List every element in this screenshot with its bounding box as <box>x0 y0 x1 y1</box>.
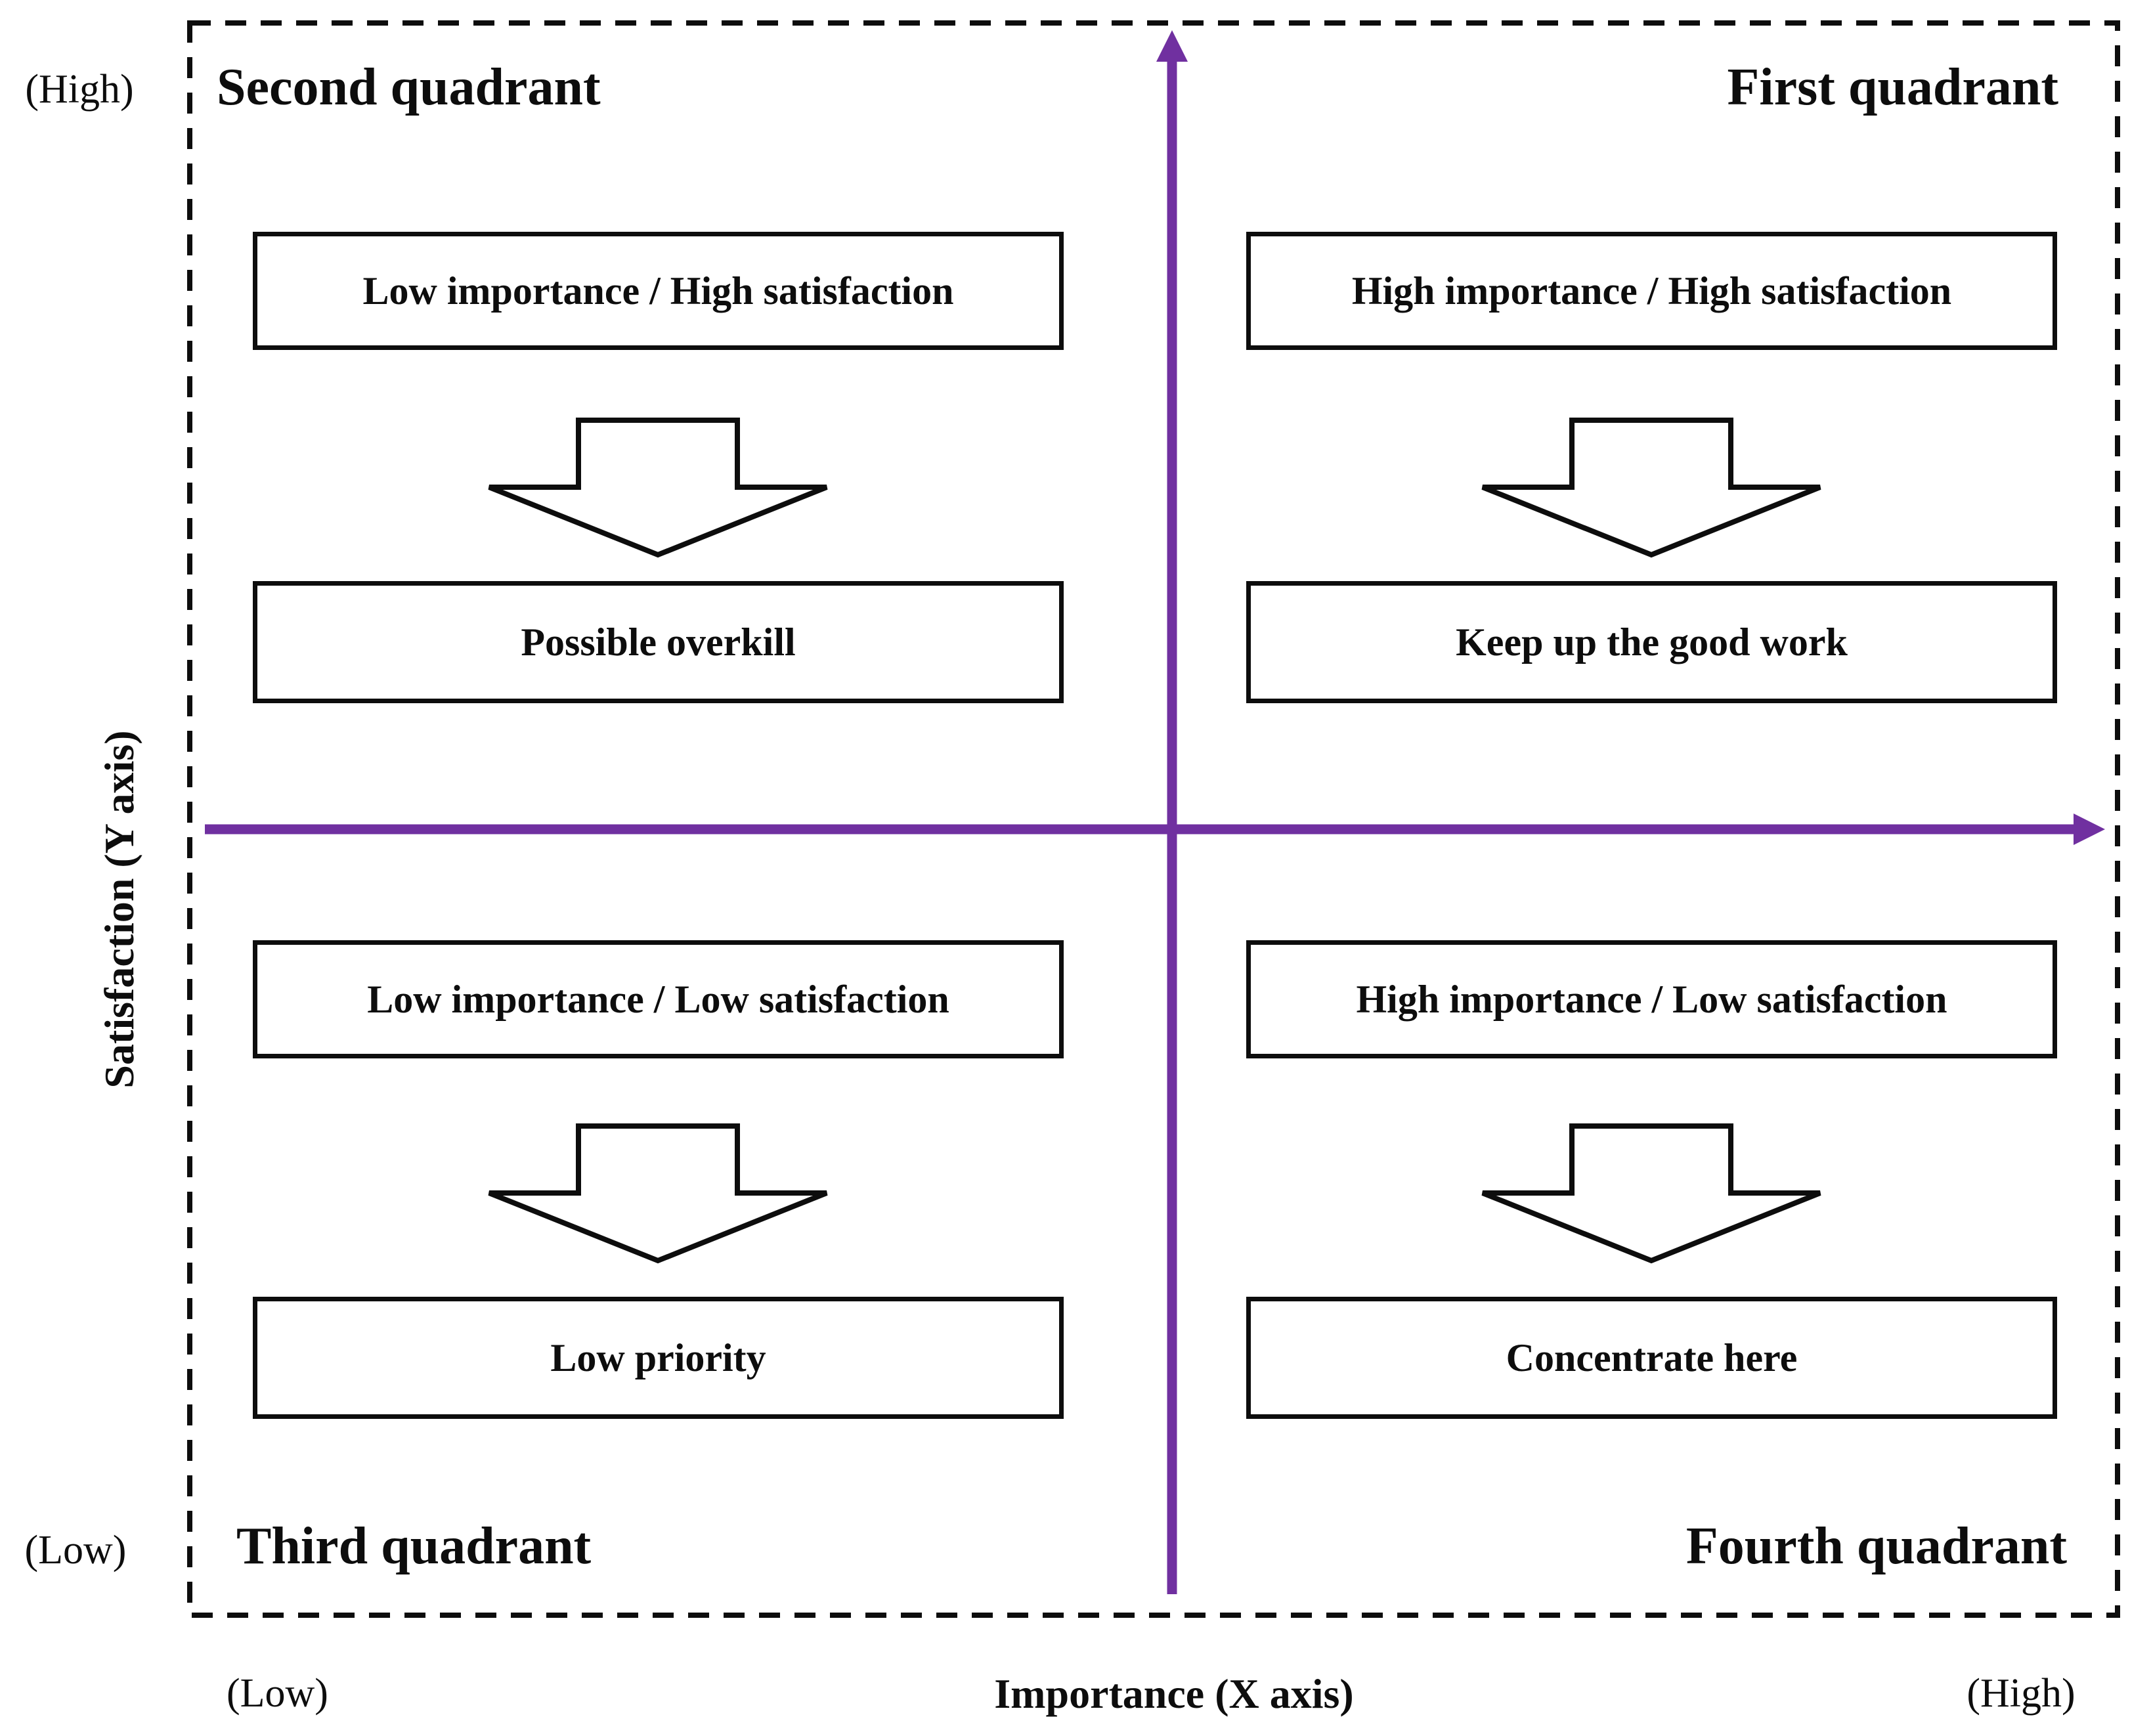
dashed-plot-border <box>187 20 2120 1618</box>
quadrant-label-second: Second quadrant <box>217 58 601 116</box>
condition-box-second: Low importance / High satisfaction <box>253 232 1064 350</box>
y-axis-high-label: (High) <box>25 67 134 112</box>
condition-box-first: High importance / High satisfaction <box>1246 232 2057 350</box>
down-arrow-icon <box>1481 1123 1821 1264</box>
x-axis-arrowhead-icon <box>2074 814 2105 845</box>
condition-box-fourth: High importance / Low satisfaction <box>1246 940 2057 1058</box>
x-axis-high-label: (High) <box>1967 1671 2076 1716</box>
y-axis-arrowhead-icon <box>1156 30 1188 62</box>
action-box-third: Low priority <box>253 1297 1064 1419</box>
action-box-second: Possible overkill <box>253 581 1064 703</box>
condition-text-fourth: High importance / Low satisfaction <box>1356 977 1947 1021</box>
action-text-fourth: Concentrate here <box>1506 1335 1798 1379</box>
condition-text-second: Low importance / High satisfaction <box>362 269 954 313</box>
condition-text-third: Low importance / Low satisfaction <box>367 977 949 1021</box>
y-axis-label: Satisfaction (Y axis) <box>96 730 142 1089</box>
y-axis-low-label: (Low) <box>24 1528 127 1573</box>
x-axis-label: Importance (X axis) <box>994 1670 1354 1717</box>
action-box-fourth: Concentrate here <box>1246 1297 2057 1419</box>
action-box-first: Keep up the good work <box>1246 581 2057 703</box>
condition-text-first: High importance / High satisfaction <box>1351 269 1952 313</box>
x-axis-low-label: (Low) <box>227 1671 328 1716</box>
action-text-third: Low priority <box>550 1335 766 1379</box>
down-arrow-icon <box>488 1123 828 1264</box>
down-arrow-icon <box>488 418 828 558</box>
action-text-first: Keep up the good work <box>1456 620 1848 664</box>
down-arrow-icon <box>1481 418 1821 558</box>
quadrant-label-third: Third quadrant <box>236 1517 592 1575</box>
action-text-second: Possible overkill <box>521 620 796 664</box>
quadrant-label-first: First quadrant <box>1727 58 2059 116</box>
condition-box-third: Low importance / Low satisfaction <box>253 940 1064 1058</box>
quadrant-label-fourth: Fourth quadrant <box>1685 1517 2067 1575</box>
